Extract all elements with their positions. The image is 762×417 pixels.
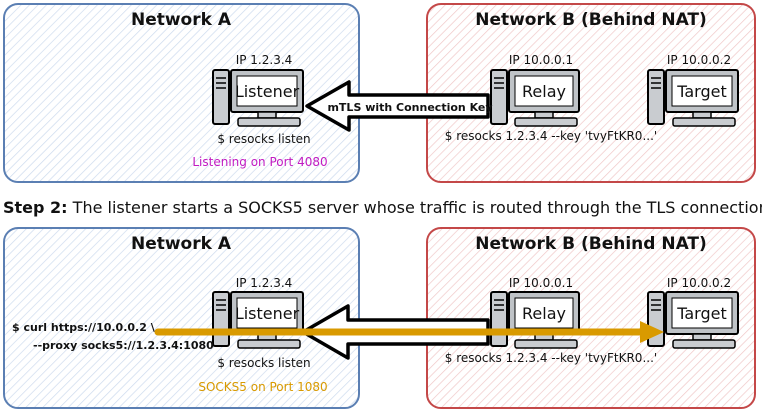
network-a-title: Network A <box>131 10 232 30</box>
curl-command-line1: $ curl https://10.0.0.2 \ <box>12 321 156 334</box>
network-b-title: Network B (Behind NAT) <box>475 234 707 254</box>
bottom-network-a: Network A IP 1.2.3.4 Listener $ resocks … <box>3 227 360 409</box>
target-computer-icon <box>647 69 739 127</box>
mtls-arrow-label: mTLS with Connection Key <box>327 101 492 114</box>
listener-label: Listener <box>235 82 300 101</box>
listener-ip: IP 1.2.3.4 <box>236 276 293 290</box>
socks-traffic-arrow <box>154 321 664 343</box>
relay-label: Relay <box>522 304 566 323</box>
network-a-title: Network A <box>131 234 232 254</box>
listener-computer-icon <box>212 291 304 349</box>
top-network-a: Network A IP 1.2.3.4 Listener $ resocks … <box>3 3 360 183</box>
relay-ip: IP 10.0.0.1 <box>509 53 573 67</box>
listener-computer-icon <box>212 69 304 127</box>
step2-text: The listener starts a SOCKS5 server whos… <box>68 198 762 217</box>
relay-command: $ resocks 1.2.3.4 --key 'tvyFtKR0...' <box>445 351 657 365</box>
mtls-arrow: mTLS with Connection Key <box>305 80 493 132</box>
relay-label: Relay <box>522 82 566 101</box>
target-label: Target <box>676 82 727 101</box>
target-ip: IP 10.0.0.2 <box>667 276 731 290</box>
relay-computer-icon <box>490 291 580 349</box>
step2-prefix: Step 2: <box>3 198 68 217</box>
listener-ip: IP 1.2.3.4 <box>236 53 293 67</box>
listening-status: Listening on Port 4080 <box>192 155 327 169</box>
listener-label: Listener <box>235 304 300 323</box>
target-computer-icon <box>647 291 739 349</box>
listen-command: $ resocks listen <box>217 356 310 370</box>
relay-computer-icon <box>490 69 580 127</box>
bottom-network-b: Network B (Behind NAT) IP 10.0.0.1 Relay… <box>426 227 756 409</box>
curl-command-line2: --proxy socks5://1.2.3.4:1080 <box>33 339 214 352</box>
relay-ip: IP 10.0.0.1 <box>509 276 573 290</box>
target-ip: IP 10.0.0.2 <box>667 53 731 67</box>
relay-command: $ resocks 1.2.3.4 --key 'tvyFtKR0...' <box>445 129 657 143</box>
target-label: Target <box>676 304 727 323</box>
network-b-title: Network B (Behind NAT) <box>475 10 707 30</box>
listen-command: $ resocks listen <box>217 132 310 146</box>
top-network-b: Network B (Behind NAT) IP 10.0.0.1 Relay… <box>426 3 756 183</box>
socks-status: SOCKS5 on Port 1080 <box>198 380 327 394</box>
step2-caption: Step 2: The listener starts a SOCKS5 ser… <box>3 198 762 217</box>
